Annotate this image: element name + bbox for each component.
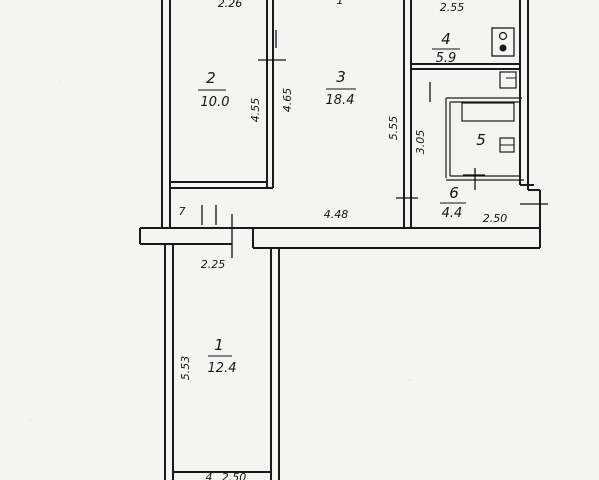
sink-icon (499, 137, 515, 153)
room-area: 18.4 (326, 93, 355, 108)
dim-bath-height: 3.05 (414, 130, 427, 155)
dim-corridor-length: 4.48 (324, 208, 349, 221)
room-area: 10.0 (201, 95, 230, 110)
room-number: 1 (214, 336, 224, 354)
dim-room1-bottom: 2.50 (222, 471, 247, 480)
opening-ticks (201, 30, 548, 258)
room-number: 3 (336, 68, 346, 86)
room-5-label: 5 (476, 131, 486, 149)
dim-room3-right: 5.55 (387, 116, 400, 141)
room-area: 4.4 (442, 206, 463, 221)
dim-top-center: 1 (337, 0, 344, 7)
walls (139, 0, 541, 480)
dim-room2-height: 4.55 (249, 98, 262, 123)
toilet-icon (499, 71, 517, 89)
kitchen-stove-icon (491, 27, 515, 57)
room-area: 5.9 (436, 51, 457, 66)
dim-room1-bottom-prefix: 4 (206, 471, 213, 480)
room-area: 12.4 (208, 361, 237, 376)
dim-small: 7 (179, 205, 186, 218)
room-6-label: 6 4.4 (440, 184, 466, 221)
dim-room1-top: 2.25 (201, 258, 226, 271)
dimension-labels: 2.26 1 2.55 4.55 4.65 5.55 3.05 7 4.48 2… (179, 0, 508, 480)
dim-room2-top: 2.26 (218, 0, 243, 10)
room-1-label: 1 12.4 (208, 336, 237, 376)
dim-room1-height: 5.53 (179, 356, 192, 381)
room-number: 5 (476, 131, 486, 149)
bathtub-icon (461, 102, 515, 122)
room-4-label: 4 5.9 (432, 30, 460, 66)
dim-hall-width: 2.50 (483, 212, 508, 225)
dim-room4-top: 2.55 (440, 1, 465, 14)
room-3-label: 3 18.4 (326, 68, 356, 108)
dim-room3-left: 4.65 (281, 88, 294, 113)
room-number: 6 (449, 184, 459, 202)
room-2-label: 2 10.0 (198, 69, 229, 110)
paper-texture (29, 79, 521, 421)
room-number: 2 (206, 69, 216, 87)
room-number: 4 (441, 30, 451, 48)
